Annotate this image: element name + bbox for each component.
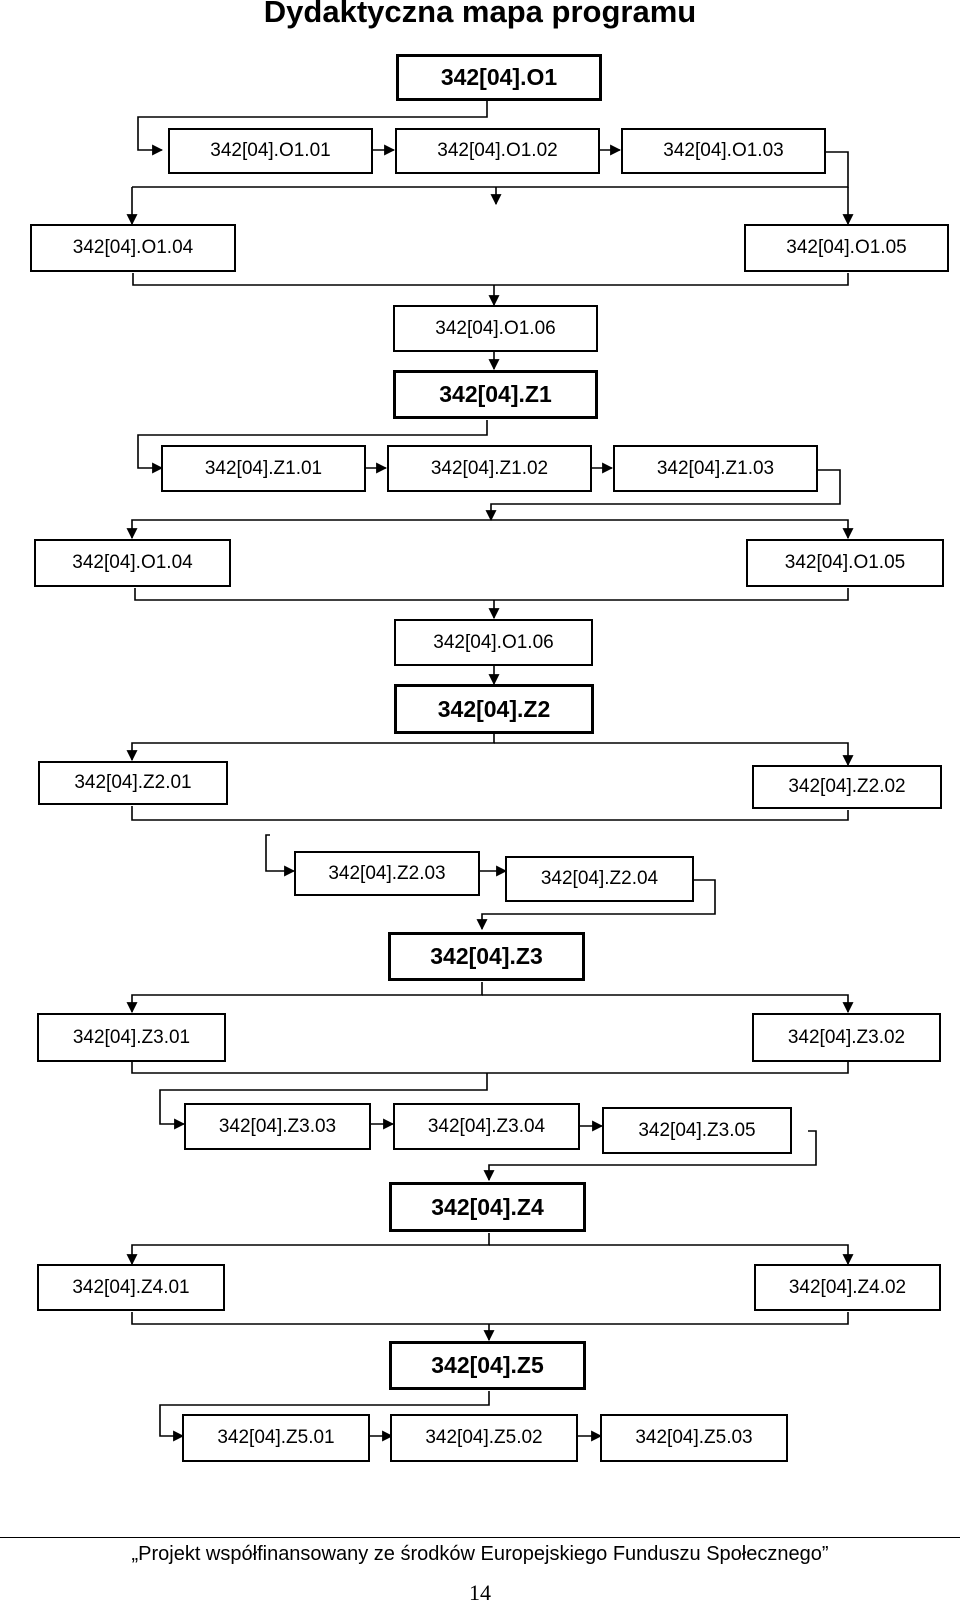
node-z3: 342[04].Z3 (388, 932, 585, 981)
node-z5-02: 342[04].Z5.02 (390, 1414, 578, 1462)
node-o1-06: 342[04].O1.06 (393, 305, 598, 352)
page-title: Dydaktyczna mapa programu (263, 0, 697, 29)
node-z2: 342[04].Z2 (394, 684, 594, 734)
node-z2-01: 342[04].Z2.01 (38, 761, 228, 805)
node-z1-o1-04: 342[04].O1.04 (34, 539, 231, 587)
node-o1-02: 342[04].O1.02 (395, 128, 600, 174)
node-z1-o1-05: 342[04].O1.05 (746, 539, 944, 587)
node-z1-03: 342[04].Z1.03 (613, 445, 818, 492)
footer-text: „Projekt współfinansowany ze środków Eur… (131, 1543, 829, 1565)
node-z5: 342[04].Z5 (389, 1341, 586, 1390)
node-o1-03: 342[04].O1.03 (621, 128, 826, 174)
node-z1: 342[04].Z1 (393, 370, 598, 419)
page-number: 14 (469, 1580, 491, 1605)
node-z3-05: 342[04].Z3.05 (602, 1107, 792, 1154)
node-z4-02: 342[04].Z4.02 (754, 1264, 941, 1311)
node-z1-02: 342[04].Z1.02 (387, 445, 592, 492)
node-z3-03: 342[04].Z3.03 (184, 1103, 371, 1150)
node-z1-o1-06: 342[04].O1.06 (394, 619, 593, 666)
node-z2-02: 342[04].Z2.02 (752, 765, 942, 809)
node-z4: 342[04].Z4 (389, 1182, 586, 1232)
node-z2-03: 342[04].Z2.03 (294, 851, 480, 896)
node-z3-01: 342[04].Z3.01 (37, 1013, 226, 1062)
node-o1-05: 342[04].O1.05 (744, 224, 949, 272)
node-z5-03: 342[04].Z5.03 (600, 1414, 788, 1462)
node-z2-04: 342[04].Z2.04 (505, 856, 694, 902)
node-z1-01: 342[04].Z1.01 (161, 445, 366, 492)
node-o1: 342[04].O1 (396, 54, 602, 101)
footer-divider (0, 1537, 960, 1538)
node-z4-01: 342[04].Z4.01 (37, 1264, 225, 1311)
node-o1-04: 342[04].O1.04 (30, 224, 236, 272)
node-z3-04: 342[04].Z3.04 (393, 1103, 580, 1150)
node-z5-01: 342[04].Z5.01 (182, 1414, 370, 1462)
node-z3-02: 342[04].Z3.02 (752, 1013, 941, 1062)
node-o1-01: 342[04].O1.01 (168, 128, 373, 174)
